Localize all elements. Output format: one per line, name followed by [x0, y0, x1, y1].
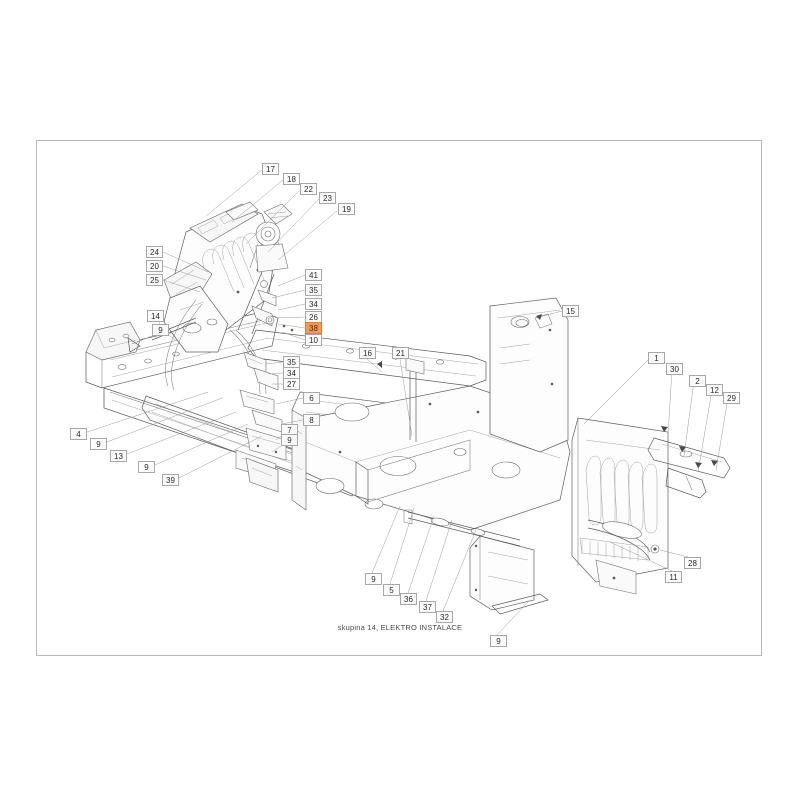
callout-label-10[interactable]: 10 [305, 334, 322, 346]
callout-label-30[interactable]: 30 [666, 363, 683, 375]
callout-label-28[interactable]: 28 [684, 557, 701, 569]
callout-label-2[interactable]: 2 [689, 375, 706, 387]
callout-label-27[interactable]: 27 [283, 378, 300, 390]
callout-label-8[interactable]: 8 [303, 414, 320, 426]
callout-label-11[interactable]: 11 [665, 571, 682, 583]
callout-label-12[interactable]: 12 [706, 384, 723, 396]
callout-label-17[interactable]: 17 [262, 163, 279, 175]
callout-label-20[interactable]: 20 [146, 260, 163, 272]
callout-label-38[interactable]: 38 [305, 322, 322, 334]
callout-label-9[interactable]: 9 [281, 434, 298, 446]
callout-label-15[interactable]: 15 [562, 305, 579, 317]
callout-label-1[interactable]: 1 [648, 352, 665, 364]
callout-label-34[interactable]: 34 [305, 298, 322, 310]
callout-label-9[interactable]: 9 [138, 461, 155, 473]
callout-label-9[interactable]: 9 [490, 635, 507, 647]
callout-label-19[interactable]: 19 [338, 203, 355, 215]
callout-label-29[interactable]: 29 [723, 392, 740, 404]
diagram-caption: skupina 14, ELEKTRO INSTALACE [337, 623, 463, 632]
callout-label-35[interactable]: 35 [305, 284, 322, 296]
callout-label-4[interactable]: 4 [70, 428, 87, 440]
callout-label-5[interactable]: 5 [383, 584, 400, 596]
callout-label-41[interactable]: 41 [305, 269, 322, 281]
callout-label-13[interactable]: 13 [110, 450, 127, 462]
callout-label-16[interactable]: 16 [359, 347, 376, 359]
callout-label-32[interactable]: 32 [436, 611, 453, 623]
callout-label-37[interactable]: 37 [419, 601, 436, 613]
callout-label-25[interactable]: 25 [146, 274, 163, 286]
callout-label-9[interactable]: 9 [152, 324, 169, 336]
callout-label-22[interactable]: 22 [300, 183, 317, 195]
callout-label-18[interactable]: 18 [283, 173, 300, 185]
drawing-frame-border [36, 140, 762, 656]
callout-label-23[interactable]: 23 [319, 192, 336, 204]
callout-label-36[interactable]: 36 [400, 593, 417, 605]
callout-label-21[interactable]: 21 [392, 347, 409, 359]
callout-label-14[interactable]: 14 [147, 310, 164, 322]
callout-label-9[interactable]: 9 [90, 438, 107, 450]
callout-label-6[interactable]: 6 [303, 392, 320, 404]
callout-label-24[interactable]: 24 [146, 246, 163, 258]
callout-label-39[interactable]: 39 [162, 474, 179, 486]
callout-label-9[interactable]: 9 [365, 573, 382, 585]
